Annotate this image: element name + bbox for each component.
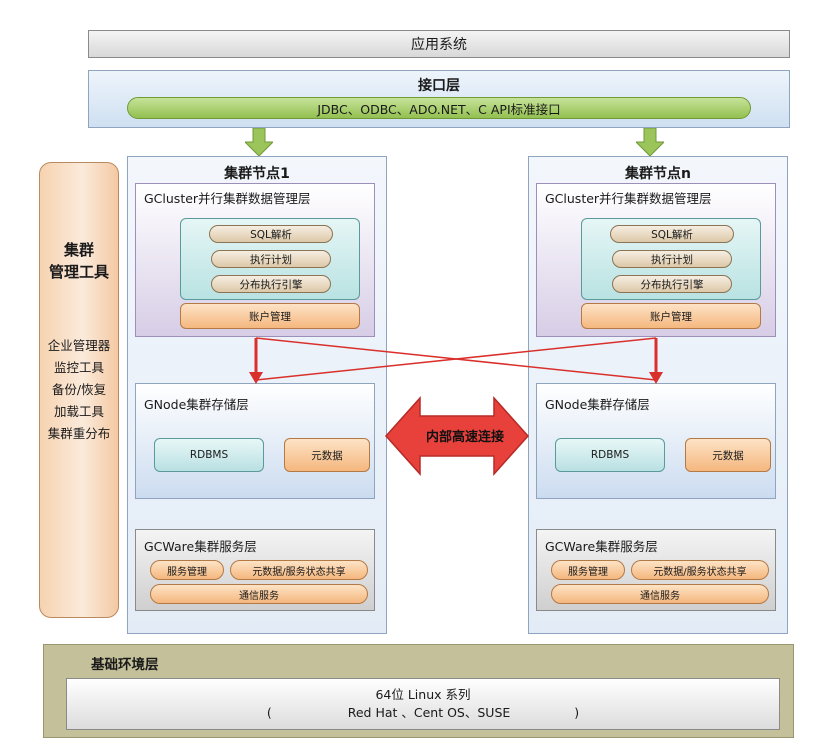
gnode-layer: GNode集群存储层 RDBMS 元数据	[135, 383, 375, 499]
gcware-title: GCWare集群服务层	[545, 539, 658, 554]
gnode-layer: GNode集群存储层 RDBMS 元数据	[536, 383, 776, 499]
account-management-box: 账户管理	[180, 303, 360, 329]
metadata-label: 元数据	[712, 449, 744, 462]
state-share-label: 元数据/服务状态共享	[252, 566, 346, 578]
state-share-label: 元数据/服务状态共享	[653, 566, 747, 578]
sql-engine-group: SQL解析 执行计划 分布执行引擎	[180, 218, 360, 300]
gcluster-layer: GCluster并行集群数据管理层 SQL解析 执行计划 分布执行引擎 账户管理	[135, 183, 375, 337]
state-share-pill: 元数据/服务状态共享	[230, 560, 368, 580]
sql-parse-label: SQL解析	[250, 228, 292, 241]
sql-parse-pill: SQL解析	[209, 225, 333, 243]
management-tool-item: 监控工具	[53, 360, 104, 375]
down-link-arrowhead-icon	[649, 372, 663, 384]
exec-plan-pill: 执行计划	[211, 250, 331, 268]
state-share-pill: 元数据/服务状态共享	[631, 560, 769, 580]
os-line2: Red Hat 、Cent OS、SUSE	[347, 705, 511, 720]
metadata-box: 元数据	[284, 438, 370, 472]
rdbms-box: RDBMS	[154, 438, 264, 472]
rdbms-label: RDBMS	[189, 449, 229, 461]
management-tool-item: 集群重分布	[47, 426, 111, 441]
cluster-node-n: 集群节点n GCluster并行集群数据管理层 SQL解析 执行计划 分布执行引…	[528, 156, 788, 634]
service-management-pill: 服务管理	[551, 560, 625, 580]
management-title: 集群 管理工具	[40, 239, 118, 283]
gcluster-title: GCluster并行集群数据管理层	[144, 191, 311, 206]
service-management-pill: 服务管理	[150, 560, 224, 580]
os-line1: 64位 Linux 系列	[375, 687, 471, 702]
rdbms-label: RDBMS	[590, 449, 630, 461]
base-environment-layer: 基础环境层 64位 Linux 系列 ( Red Hat 、Cent OS、SU…	[43, 644, 794, 738]
dist-engine-pill: 分布执行引擎	[211, 275, 331, 293]
communication-service-label: 通信服务	[239, 590, 279, 602]
base-layer-title: 基础环境层	[91, 657, 159, 673]
rdbms-box: RDBMS	[555, 438, 665, 472]
down-link-arrowhead-icon	[249, 372, 263, 384]
node-title: 集群节点1	[224, 166, 290, 182]
service-management-label: 服务管理	[167, 566, 207, 578]
interface-api-label: JDBC、ODBC、ADO.NET、C API标准接口	[317, 101, 561, 117]
dist-engine-label: 分布执行引擎	[640, 278, 704, 291]
paren-open: (	[266, 705, 272, 720]
communication-service-pill: 通信服务	[150, 584, 368, 604]
interface-api-bar: JDBC、ODBC、ADO.NET、C API标准接口	[127, 97, 751, 119]
cluster-node-1: 集群节点1 GCluster并行集群数据管理层 SQL解析 执行计划 分布执行引…	[127, 156, 387, 634]
bidirectional-arrow-icon	[384, 396, 530, 476]
sql-engine-group: SQL解析 执行计划 分布执行引擎	[581, 218, 761, 300]
management-title-line1: 集群	[63, 241, 94, 259]
management-title-line2: 管理工具	[48, 263, 109, 281]
down-arrow-icon	[245, 128, 273, 156]
sql-parse-pill: SQL解析	[610, 225, 734, 243]
management-tool-item: 企业管理器	[47, 338, 111, 353]
os-line2-row: ( Red Hat 、Cent OS、SUSE )	[267, 704, 579, 722]
application-system-label: 应用系统	[411, 37, 467, 53]
communication-service-label: 通信服务	[640, 590, 680, 602]
gcluster-layer: GCluster并行集群数据管理层 SQL解析 执行计划 分布执行引擎 账户管理	[536, 183, 776, 337]
node-title: 集群节点n	[625, 166, 691, 182]
cross-link-line	[255, 337, 657, 381]
application-system-box: 应用系统	[88, 30, 790, 58]
gcluster-title: GCluster并行集群数据管理层	[545, 191, 712, 206]
cluster-management-tools: 集群 管理工具 企业管理器 监控工具 备份/恢复 加载工具 集群重分布	[39, 162, 119, 618]
management-tool-list: 企业管理器 监控工具 备份/恢复 加载工具 集群重分布	[40, 335, 118, 445]
account-management-label: 账户管理	[650, 310, 692, 323]
dist-engine-label: 分布执行引擎	[239, 278, 303, 291]
dist-engine-pill: 分布执行引擎	[612, 275, 732, 293]
service-management-label: 服务管理	[568, 566, 608, 578]
interface-layer-title: 接口层	[418, 78, 460, 94]
exec-plan-label: 执行计划	[250, 253, 292, 266]
communication-service-pill: 通信服务	[551, 584, 769, 604]
internal-link-label: 内部高速连接	[425, 430, 504, 445]
management-tool-item: 备份/恢复	[51, 382, 107, 397]
paren-close: )	[574, 705, 580, 720]
exec-plan-label: 执行计划	[651, 253, 693, 266]
gcware-layer: GCWare集群服务层 服务管理 元数据/服务状态共享 通信服务	[135, 529, 375, 611]
account-management-box: 账户管理	[581, 303, 761, 329]
os-info-box: 64位 Linux 系列 ( Red Hat 、Cent OS、SUSE )	[66, 678, 780, 730]
metadata-box: 元数据	[685, 438, 771, 472]
account-management-label: 账户管理	[249, 310, 291, 323]
gnode-title: GNode集群存储层	[545, 397, 650, 412]
gcware-title: GCWare集群服务层	[144, 539, 257, 554]
down-arrow-icon	[636, 128, 664, 156]
gcware-layer: GCWare集群服务层 服务管理 元数据/服务状态共享 通信服务	[536, 529, 776, 611]
management-tool-item: 加载工具	[53, 404, 104, 419]
exec-plan-pill: 执行计划	[612, 250, 732, 268]
gnode-title: GNode集群存储层	[144, 397, 249, 412]
sql-parse-label: SQL解析	[651, 228, 693, 241]
interface-layer: 接口层 JDBC、ODBC、ADO.NET、C API标准接口	[88, 70, 790, 128]
metadata-label: 元数据	[311, 449, 343, 462]
